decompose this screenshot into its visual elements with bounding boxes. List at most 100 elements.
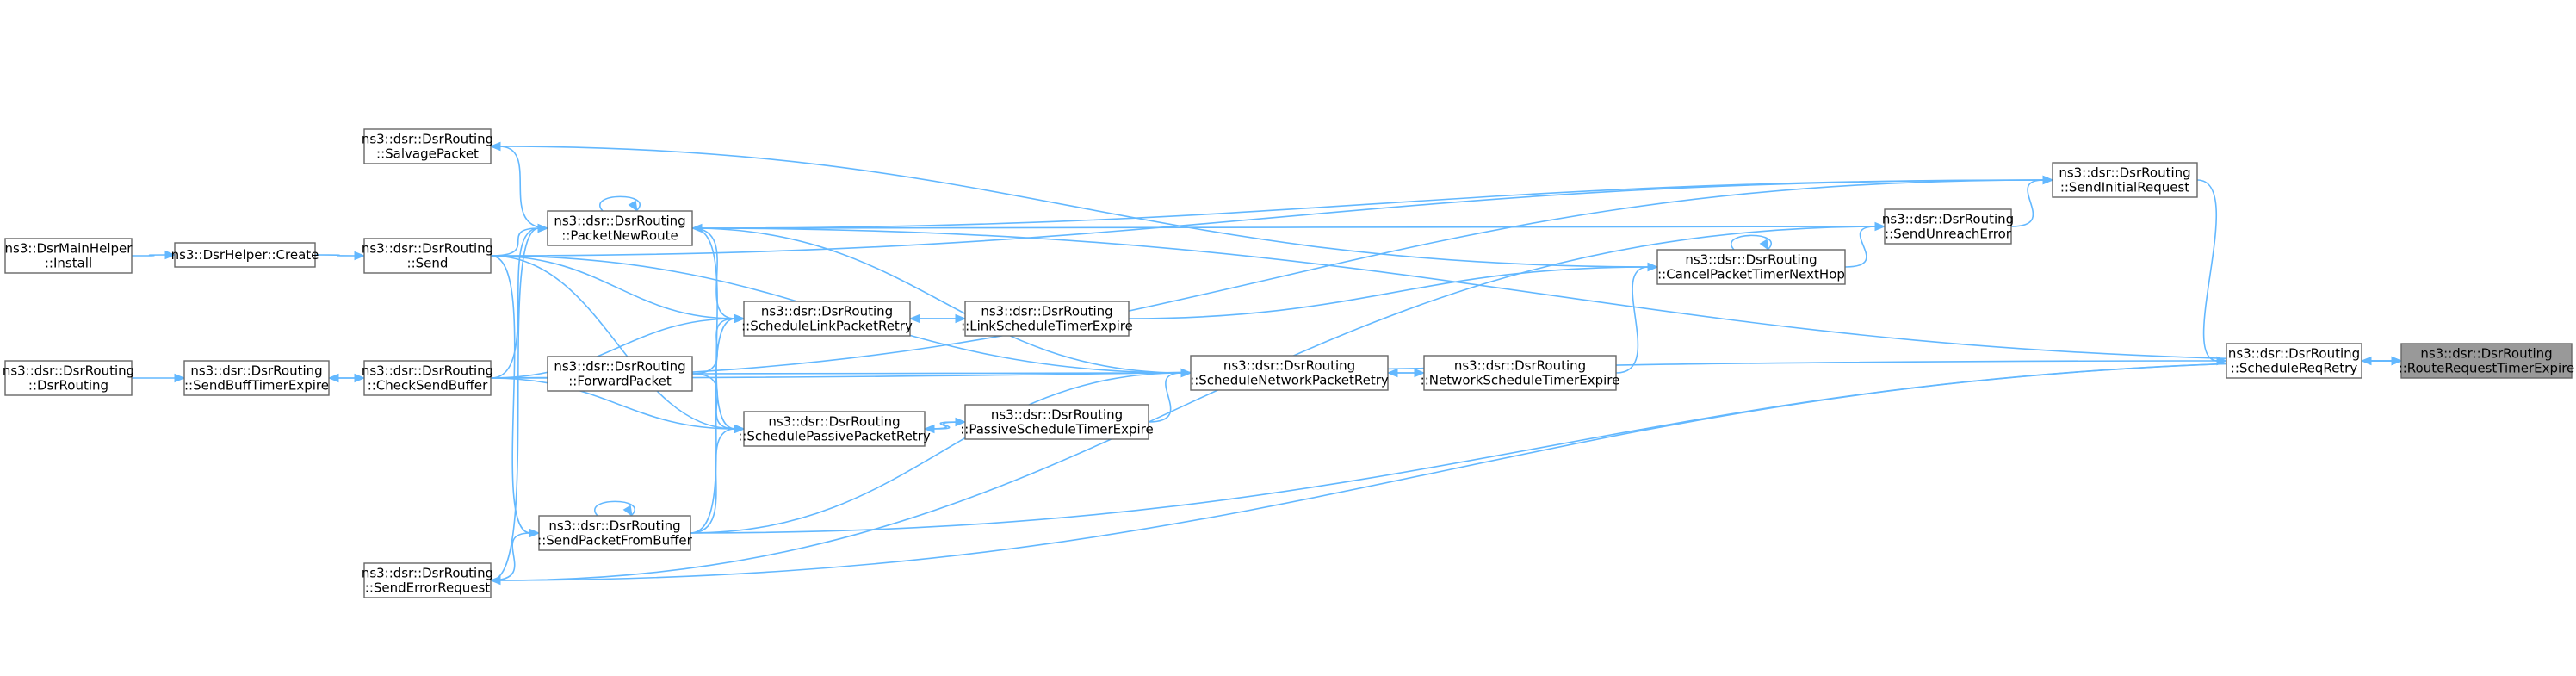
node-box [547, 356, 693, 392]
node-label-line: ::DsrRouting [28, 378, 108, 394]
node-label-line: ::SendUnreachError [1885, 226, 2012, 242]
arrowhead-icon [2042, 175, 2054, 185]
edge-line [690, 318, 736, 534]
node-label-line: ::LinkScheduleTimerExpire [961, 319, 1133, 334]
edge-line [690, 372, 1183, 534]
node-sendpacketfrombuffer[interactable]: ns3::dsr::DsrRouting::SendPacketFromBuff… [537, 515, 693, 551]
edge-dsrrouting_ctor-to-sendbufftimerexpire [132, 373, 186, 383]
node-label-line: ns3::dsr::DsrRouting [362, 241, 493, 257]
edge-line [490, 255, 736, 319]
edge-line [691, 227, 1183, 374]
edge-passivescheduletimerexpire-to-schedulepassivepacketretry [923, 421, 966, 434]
edge-packetnewroute-to-sendinitialrequest [691, 175, 2054, 229]
node-sendbufftimerexpire[interactable]: ns3::dsr::DsrRouting::SendBuffTimerExpir… [183, 360, 330, 396]
edge-cancelpackettimernexthop-to-sendunreacherror [1844, 221, 1886, 268]
node-passivescheduletimerexpire[interactable]: ns3::dsr::DsrRouting::PassiveScheduleTim… [960, 404, 1154, 440]
node-label-line: ::ScheduleNetworkPacketRetry [1190, 373, 1389, 388]
edge-line [2196, 179, 2219, 362]
edge-line [490, 227, 540, 581]
node-label-line: ns3::dsr::DsrRouting [2420, 346, 2552, 362]
edge-line [700, 226, 1886, 229]
edge-line [1128, 266, 1650, 319]
node-box [1656, 249, 1846, 285]
node-schedulelinkpacketretry[interactable]: ns3::dsr::DsrRouting::ScheduleLinkPacket… [741, 301, 913, 337]
node-label-line: ::SendErrorRequest [365, 580, 490, 596]
node-label-line: ::SalvagePacket [376, 146, 479, 162]
node-cancelpackettimernexthop[interactable]: ns3::dsr::DsrRouting::CancelPacketTimerN… [1656, 249, 1846, 285]
edge-packetnewroute-to-packetnewroute [599, 195, 641, 213]
node-packetnewroute[interactable]: ns3::dsr::DsrRouting::PacketNewRoute [547, 210, 693, 246]
arrowhead-icon [1759, 239, 1769, 251]
node-dsrrouting_ctor[interactable]: ns3::dsr::DsrRouting::DsrRouting [3, 360, 134, 396]
edge-cancelpackettimernexthop-to-cancelpackettimernexthop [1731, 234, 1772, 251]
node-box [1884, 208, 2012, 245]
arrowhead-icon [327, 373, 339, 383]
edge-line [490, 532, 531, 581]
arrowhead-icon [174, 373, 186, 383]
node-dsrmainhelper_install[interactable]: ns3::DsrMainHelper::Install [4, 238, 133, 274]
edge-line [932, 421, 966, 430]
arrowhead-icon [529, 528, 541, 538]
node-box [363, 562, 492, 598]
edge-dsrhelper_create-to-send [314, 251, 366, 261]
node-routerequesttimerexpire[interactable]: ns3::dsr::DsrRouting::RouteRequestTimerE… [2399, 343, 2575, 379]
arrowhead-icon [2391, 356, 2403, 366]
arrowhead-icon [622, 505, 633, 518]
edge-sendpacketfrombuffer-to-sendpacketfrombuffer [594, 500, 635, 518]
edge-linkscheduletimerexpire-to-schedulelinkpacketretry [908, 313, 966, 324]
node-box [1190, 355, 1389, 391]
node-salvagepacket[interactable]: ns3::dsr::DsrRouting::SalvagePacket [362, 128, 493, 164]
node-schedulereqretry[interactable]: ns3::dsr::DsrRouting::ScheduleReqRetry [2226, 343, 2362, 379]
node-label-line: ns3::DsrHelper::Create [171, 247, 319, 263]
edge-line [490, 179, 2045, 257]
node-label-line: ns3::dsr::DsrRouting [981, 304, 1112, 319]
node-box [4, 238, 133, 274]
edge-line [691, 179, 2045, 229]
node-label-line: ns3::dsr::DsrRouting [362, 566, 493, 581]
node-box [363, 238, 492, 274]
edge-packetnewroute-to-schedulepassivepacketretry [691, 227, 746, 434]
edge-packetnewroute-to-schedulelinkpacketretry [691, 227, 746, 324]
edge-line [498, 146, 548, 229]
edge-line [690, 360, 2393, 534]
edge-sendunreacherror-to-sendinitialrequest [2010, 175, 2054, 227]
node-forwardpacket[interactable]: ns3::dsr::DsrRouting::ForwardPacket [547, 356, 693, 392]
node-box [964, 404, 1149, 440]
node-sendunreacherror[interactable]: ns3::dsr::DsrRouting::SendUnreachError [1882, 208, 2014, 245]
edge-line [490, 377, 736, 430]
node-sendinitialrequest[interactable]: ns3::dsr::DsrRouting::SendInitialRequest [2052, 162, 2198, 198]
node-box [2052, 162, 2198, 198]
edge-line [594, 500, 635, 517]
arrowhead-icon [164, 250, 176, 260]
edge-line [1148, 372, 1183, 423]
edge-line [690, 428, 736, 534]
edge-packetnewroute-to-salvagepacket [489, 141, 548, 229]
edge-passivescheduletimerexpire-to-schedulenetworkpacketretry [1148, 368, 1192, 423]
arrowhead-icon [734, 424, 746, 434]
node-checksendbuffer[interactable]: ns3::dsr::DsrRouting::CheckSendBuffer [362, 360, 493, 396]
edge-networkscheduletimerexpire-to-cancelpackettimernexthop [1615, 262, 1659, 374]
node-box [183, 360, 330, 396]
node-senderrorrequest[interactable]: ns3::dsr::DsrRouting::SendErrorRequest [362, 562, 493, 598]
node-label-line: ns3::dsr::DsrRouting [548, 518, 680, 534]
node-label-line: ::ScheduleReqRetry [2231, 361, 2358, 376]
edge-line [691, 372, 1183, 375]
edge-line [691, 318, 736, 375]
node-label-line: ::PassiveScheduleTimerExpire [960, 422, 1154, 437]
node-label-line: ::CheckSendBuffer [368, 378, 488, 394]
node-linkscheduletimerexpire[interactable]: ns3::dsr::DsrRouting::LinkScheduleTimerE… [961, 301, 1133, 337]
node-send[interactable]: ns3::dsr::DsrRouting::Send [362, 238, 493, 274]
edge-line [1731, 234, 1772, 251]
edge-line [490, 255, 736, 430]
arrowhead-icon [734, 313, 746, 324]
edge-line [490, 255, 531, 534]
node-schedulenetworkpacketretry[interactable]: ns3::dsr::DsrRouting::ScheduleNetworkPac… [1190, 355, 1389, 391]
node-schedulepassivepacketretry[interactable]: ns3::dsr::DsrRouting::SchedulePassivePac… [738, 411, 931, 447]
edge-linkscheduletimerexpire-to-cancelpackettimernexthop [1128, 262, 1659, 319]
node-dsrhelper_create[interactable]: ns3::DsrHelper::Create [171, 242, 319, 268]
edge-line [691, 373, 736, 430]
node-label-line: ns3::dsr::DsrRouting [1223, 358, 1355, 374]
node-networkscheduletimerexpire[interactable]: ns3::dsr::DsrRouting::NetworkScheduleTim… [1421, 355, 1620, 391]
edge-line [2010, 179, 2045, 227]
edge-line [599, 195, 641, 212]
